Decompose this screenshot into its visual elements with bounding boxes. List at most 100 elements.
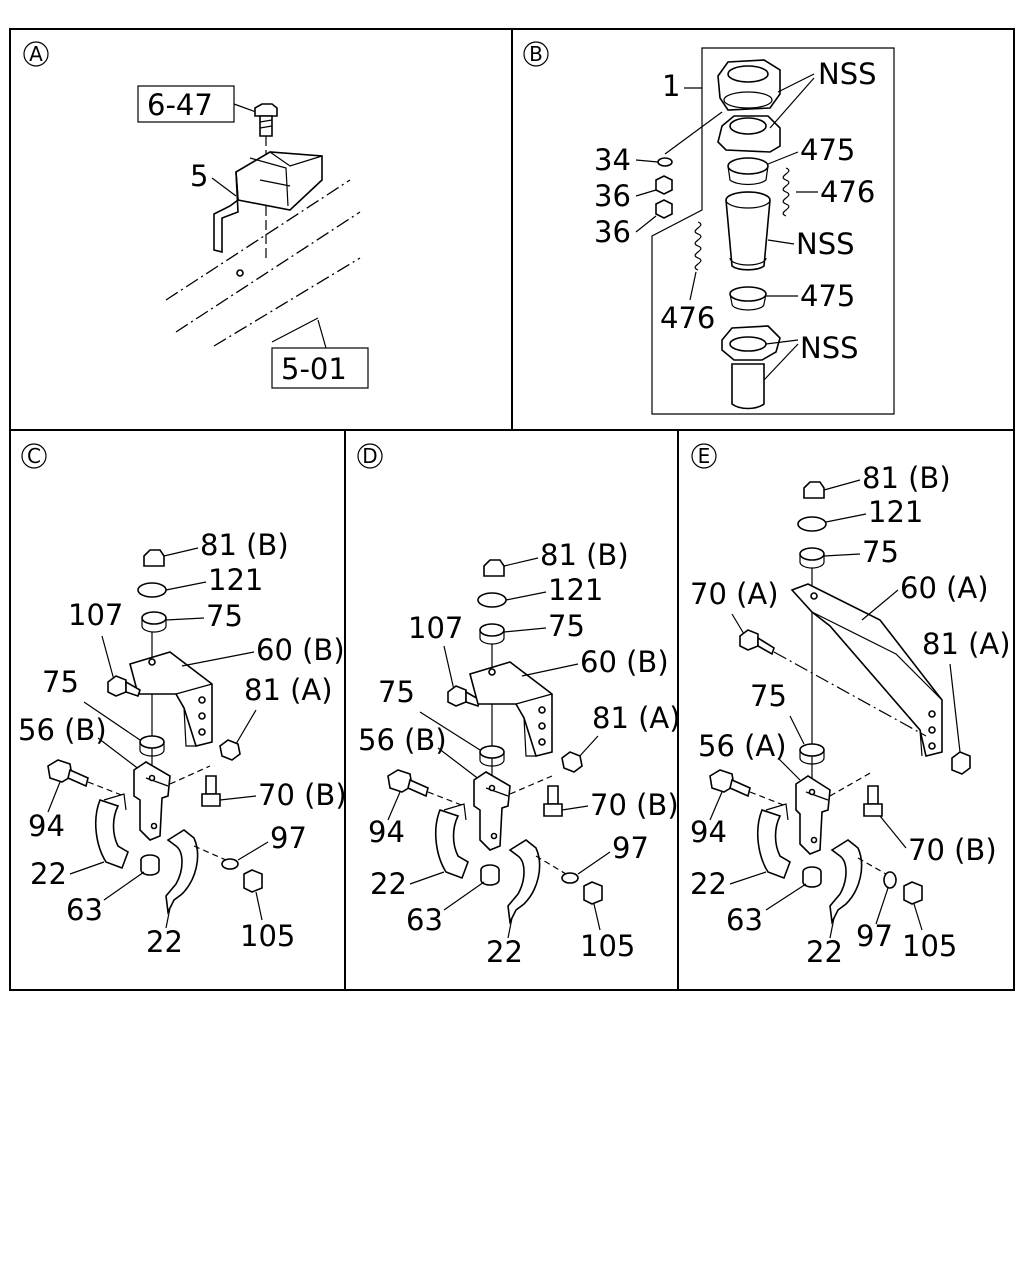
tube-nss-icon	[725, 191, 771, 271]
leader-63	[443, 881, 485, 911]
panel-b: B 1 34 36 36 NSS 475	[523, 41, 895, 415]
leader-94	[387, 791, 401, 821]
callout-56b: 56 (B)	[358, 723, 447, 757]
spring-476-right-icon	[782, 167, 790, 217]
leader-nss-bottom-a	[765, 339, 799, 345]
leader-81a	[577, 735, 599, 759]
leader-nss-mid	[767, 239, 795, 245]
bolt-70b-icon	[543, 785, 563, 817]
washer-121-icon	[477, 592, 507, 608]
callout-5: 5	[190, 159, 208, 193]
bracket-5	[213, 151, 323, 254]
dash-to-70b	[829, 771, 873, 797]
bolt-107-icon	[107, 675, 141, 698]
dash-to-97	[857, 857, 887, 875]
clamp-56b-icon	[133, 761, 171, 841]
leader-81a	[235, 709, 257, 745]
dash-to-70b	[169, 765, 211, 785]
svg-text:E: E	[698, 444, 711, 468]
nut-36-lower-icon	[655, 199, 673, 219]
leader-22-bottom	[165, 907, 171, 929]
ring-475-upper-icon	[727, 157, 769, 186]
dash-70a	[773, 651, 927, 737]
clip-22-left-icon	[756, 803, 791, 880]
callout-107: 107	[68, 598, 123, 632]
callout-22-bottom: 22	[486, 935, 523, 969]
bolt-94-icon	[387, 769, 429, 798]
leader-22-bottom	[829, 917, 835, 939]
bolt-107-icon	[447, 685, 481, 708]
ring-475-lower-icon	[729, 286, 767, 311]
leader-70b	[879, 815, 907, 849]
washer-75-icon	[799, 743, 825, 765]
callout-nss-top: NSS	[818, 57, 877, 91]
callout-60b: 60 (B)	[580, 645, 669, 679]
callout-60a: 60 (A)	[900, 571, 989, 605]
leader-60b	[521, 663, 579, 677]
callout-34: 34	[594, 143, 631, 177]
callout-121: 121	[868, 495, 923, 529]
callout-70b: 70 (B)	[258, 778, 347, 812]
bolt-70b-icon	[201, 775, 221, 807]
leader-5-01	[317, 319, 327, 349]
callout-94: 94	[28, 809, 65, 843]
callout-1: 1	[662, 69, 680, 103]
dash-94	[87, 781, 125, 797]
callout-22-bottom: 22	[146, 925, 183, 959]
nut-36-upper-icon	[655, 175, 673, 195]
washer-75-top-icon	[799, 547, 825, 569]
leader-75-top	[503, 627, 547, 633]
callout-476-right: 476	[820, 175, 875, 209]
washer-97-icon	[221, 858, 239, 870]
washer-34-icon	[657, 157, 673, 167]
leader-nss-top-a	[777, 73, 815, 93]
callout-36-upper: 36	[594, 179, 631, 213]
callout-94: 94	[690, 815, 727, 849]
callout-121: 121	[208, 563, 263, 597]
ref-label-5-01: 5-01	[281, 352, 347, 386]
nut-81b-icon	[483, 559, 505, 577]
bolt-94-icon	[709, 769, 751, 798]
nut-81a-icon	[561, 751, 583, 773]
panel-d-marker: D	[357, 443, 383, 469]
leader-105	[913, 903, 923, 931]
bolt-70b-icon	[863, 785, 883, 817]
leader-107	[101, 635, 115, 681]
ref-box-5-01	[271, 347, 369, 389]
callout-81b: 81 (B)	[200, 528, 289, 562]
washer-75-icon	[479, 745, 505, 767]
callout-97: 97	[270, 821, 307, 855]
washer-75-top-icon	[479, 623, 505, 645]
leader-121	[825, 513, 867, 523]
leader-22-bottom	[507, 917, 513, 939]
leader-81b	[503, 557, 539, 567]
leader-75-top	[823, 553, 861, 557]
spacer-63-icon	[802, 866, 822, 888]
panel-c: C 81 (B) 121 75 60 (B) 107	[18, 443, 347, 959]
callout-81b: 81 (B)	[862, 461, 951, 495]
leader-476-left	[689, 271, 697, 301]
leader-105	[255, 891, 263, 921]
leader-94	[47, 781, 61, 813]
leader-81b	[823, 479, 861, 491]
callout-70b: 70 (B)	[908, 833, 997, 867]
callout-81a: 81 (A)	[244, 673, 333, 707]
leader-22-left	[729, 871, 767, 885]
spring-476-left-icon	[694, 221, 702, 271]
callout-105: 105	[240, 919, 295, 953]
leader-56a	[777, 757, 801, 781]
leader-97	[237, 841, 269, 861]
clip-22-bottom-icon	[165, 829, 199, 915]
clip-22-bottom-icon	[829, 839, 863, 925]
panel-frames	[9, 28, 1015, 991]
leader-121	[505, 591, 547, 601]
leader-36-upper	[635, 189, 657, 197]
frame-rail	[165, 179, 361, 347]
callout-70a: 70 (A)	[690, 577, 779, 611]
callout-97: 97	[856, 919, 893, 953]
leader-75	[419, 711, 481, 751]
svg-text:B: B	[529, 42, 543, 66]
callout-75-top: 75	[206, 599, 243, 633]
callout-476-left: 476	[660, 301, 715, 335]
svg-text:D: D	[362, 444, 377, 468]
